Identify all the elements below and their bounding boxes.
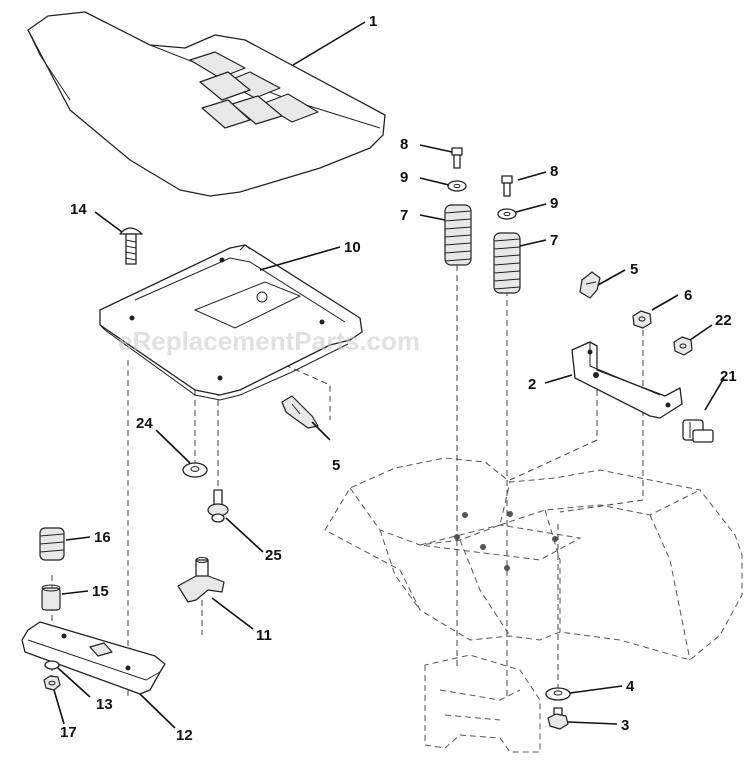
plate-12-part [21, 621, 166, 695]
callout-nut-22: 22 [715, 312, 732, 329]
callout-washer-9-left: 9 [400, 169, 408, 186]
bolt-3-part [547, 707, 569, 730]
callout-spring-7-right: 7 [550, 232, 558, 249]
nut-6-part [632, 310, 652, 329]
washer-24-part [182, 462, 208, 478]
callout-washer-4: 4 [626, 678, 635, 695]
callout-washer-9-right: 9 [550, 195, 558, 212]
seat-pan [99, 244, 363, 401]
nut-22-part [673, 336, 693, 356]
callout-spring-16: 16 [94, 529, 111, 546]
washer-13-part [44, 660, 60, 670]
callout-bolt-8-left: 8 [400, 136, 408, 153]
spring-7-right-part [493, 232, 521, 294]
watermark-text: eReplacementParts.com [118, 326, 420, 356]
bracket-2-part [571, 341, 683, 419]
clip-5-lower-part [281, 395, 319, 429]
spring-16-part [39, 527, 65, 561]
callout-bolt-8-right: 8 [550, 163, 558, 180]
callout-clip-5-upper: 5 [630, 261, 638, 278]
bolt-8-right-part [501, 175, 513, 197]
seat [27, 11, 386, 197]
callout-seat-pan: 10 [344, 239, 361, 256]
callout-seat: 1 [369, 13, 377, 30]
bolt-21-part [682, 419, 714, 443]
callout-knob-11: 11 [256, 627, 272, 644]
tractor-frame-ghost [324, 457, 743, 753]
bolt-25-part [207, 489, 229, 523]
nut-17-part [43, 675, 61, 691]
callout-nut-6: 6 [684, 287, 692, 304]
assembly-lines [51, 265, 644, 700]
leader-lines [53, 21, 725, 729]
callout-carriage-bolt: 14 [70, 201, 87, 218]
carriage-bolt [119, 227, 143, 265]
callout-bolt-21: 21 [720, 368, 737, 385]
callout-plate-12: 12 [176, 727, 193, 744]
callout-spacer-15: 15 [92, 583, 109, 600]
knob-11-part [177, 557, 225, 603]
spacer-15-part [41, 584, 61, 611]
clip-5-upper-part [579, 271, 601, 299]
callout-clip-5-lower: 5 [332, 457, 340, 474]
callout-washer-13: 13 [96, 696, 113, 713]
callout-washer-24: 24 [136, 415, 153, 432]
callout-bolt-25: 25 [265, 547, 282, 564]
callout-bracket-2: 2 [528, 376, 536, 393]
callout-nut-17: 17 [60, 724, 77, 741]
bolt-8-left-part [451, 147, 463, 169]
washer-9-right-part [497, 208, 517, 220]
callout-labels: 1 10 14 8 9 7 8 9 7 5 6 22 2 21 5 24 25 … [60, 13, 737, 744]
spring-7-left-part [444, 204, 472, 266]
washer-9-left-part [447, 180, 467, 192]
callout-bolt-3: 3 [621, 717, 629, 734]
callout-spring-7-left: 7 [400, 207, 408, 224]
washer-4-part [545, 687, 571, 701]
